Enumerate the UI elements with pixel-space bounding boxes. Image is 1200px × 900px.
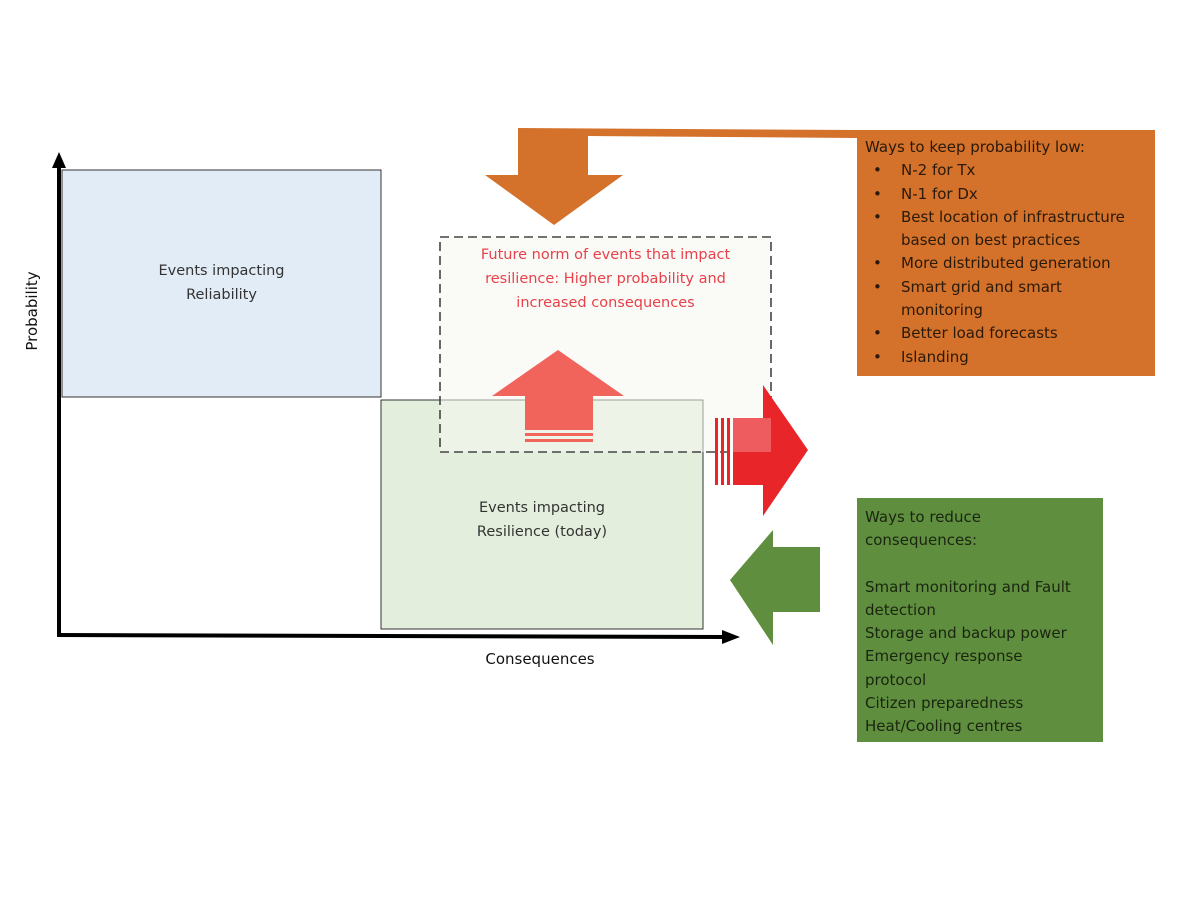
list-item: Smart grid and smart monitoring: [865, 276, 1147, 323]
consequences-panel-title-line1: Ways to reduce: [865, 508, 981, 526]
consequences-panel: Ways to reduce consequences: Smart monit…: [857, 498, 1103, 742]
list-item: N-2 for Tx: [865, 159, 1147, 183]
green-left-arrow-icon: [730, 530, 820, 645]
resilience-today-label-line1: Events impacting: [478, 500, 606, 516]
y-axis-label: Probability: [23, 271, 41, 351]
red-right-arrow-icon: [715, 385, 808, 516]
red-up-arrow-icon: [492, 350, 624, 442]
list-item: Emergency response protocol: [865, 647, 1023, 689]
x-axis-label: Consequences: [485, 650, 595, 668]
y-axis: [52, 152, 66, 636]
consequences-panel-title-line2: consequences:: [865, 531, 978, 550]
list-item: N-1 for Dx: [865, 183, 1147, 207]
reliability-label: Events impacting Reliability: [62, 259, 381, 307]
future-norm-region: [439, 236, 772, 453]
probability-panel-title: Ways to keep probability low:: [865, 138, 1085, 156]
future-norm-line2: resilience: Higher probability and: [485, 271, 726, 287]
orange-down-arrow-icon: [485, 128, 857, 225]
list-item: Islanding: [865, 346, 1147, 370]
list-item: More distributed generation: [865, 252, 1147, 276]
list-item: Better load forecasts: [865, 322, 1147, 346]
x-axis: [56, 630, 740, 644]
list-item: Citizen preparedness: [865, 694, 1024, 713]
list-item: Heat/Cooling centres: [865, 717, 1023, 736]
reliability-region: [61, 169, 382, 398]
resilience-today-label: Events impacting Resilience (today): [381, 496, 703, 544]
probability-panel: Ways to keep probability low: N-2 for Tx…: [857, 130, 1155, 376]
future-norm-label: Future norm of events that impact resili…: [440, 243, 771, 315]
reliability-label-line1: Events impacting: [158, 263, 285, 279]
list-item: Best location of infrastructure based on…: [865, 206, 1147, 253]
future-norm-line1: Future norm of events that impact: [480, 247, 731, 263]
probability-list: N-2 for Tx N-1 for Dx Best location of i…: [865, 159, 1147, 369]
reliability-label-line2: Reliability: [186, 287, 257, 303]
resilience-today-label-line2: Resilience (today): [476, 524, 608, 540]
future-norm-line3: increased consequences: [516, 295, 695, 311]
list-item: Smart monitoring and Fault detection: [865, 577, 1071, 619]
list-item: Storage and backup power: [865, 624, 1067, 643]
